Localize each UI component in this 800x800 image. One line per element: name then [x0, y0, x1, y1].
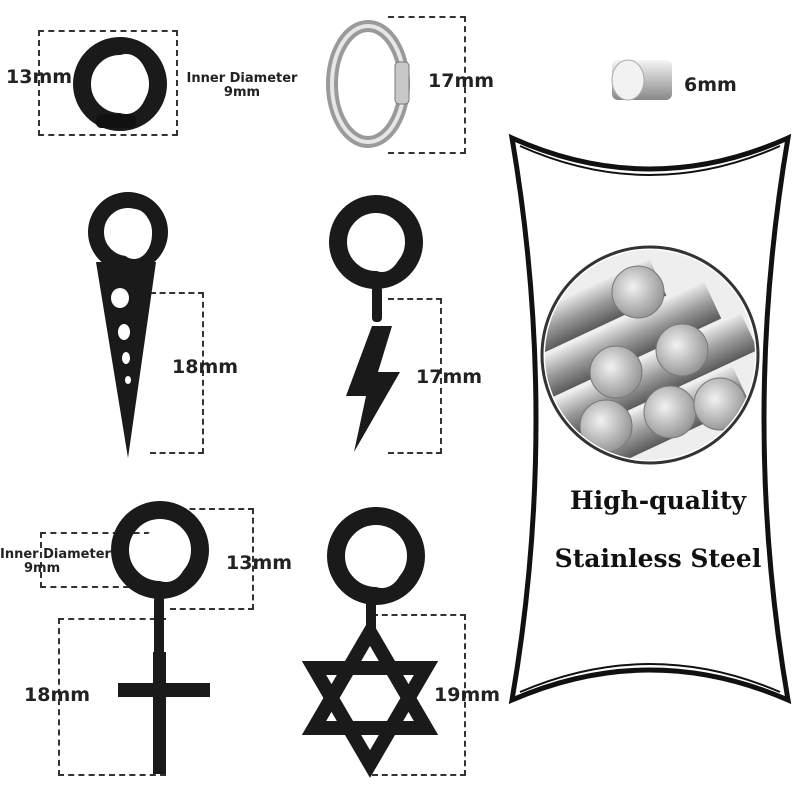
hoop-inner-diameter-label: Inner Diameter 9mm [186, 72, 298, 100]
banner-line2: Stainless Steel [554, 544, 762, 573]
cross-label: 18mm [24, 684, 91, 706]
magnet-icon [611, 59, 672, 101]
banner-line1: High-quality [569, 486, 747, 515]
hoop-dim-box [38, 30, 178, 136]
steel-rods-image [540, 245, 760, 465]
cross-dim-box [58, 618, 166, 776]
star-dim-box [372, 614, 466, 776]
black-hoop-earring [73, 37, 167, 131]
spike-hoop-earring [88, 192, 168, 458]
cross-hoop-inner-diameter-label: Inner Diameter 9mm [0, 547, 111, 576]
cross-hoop-height-dim-box [170, 508, 254, 610]
hoop-inner-line1: Inner Diameter [186, 71, 298, 86]
cross-hoop-inner-dim-box [40, 532, 150, 588]
bolt-label: 17mm [416, 366, 483, 388]
cross-hoop-inner-line1: Inner Diameter [0, 547, 111, 562]
spike-label: 18mm [172, 356, 239, 378]
hoop-height-label: 13mm [6, 66, 73, 88]
lightning-hoop-earring [329, 195, 423, 452]
magnet-label: 6mm [684, 74, 737, 96]
bolt-dim-box [388, 298, 442, 454]
silver-ring-dim-box [388, 16, 466, 154]
cross-hoop-inner-line2: 9mm [24, 561, 61, 576]
spike-dim-box [150, 292, 204, 454]
star-label: 19mm [434, 684, 501, 706]
cross-hoop-earring [111, 501, 210, 774]
cross-hoop-height-label: 13mm [226, 552, 293, 574]
silver-ring-label: 17mm [428, 70, 495, 92]
hoop-inner-line2: 9mm [223, 85, 261, 100]
silver-ring-earring [326, 20, 410, 148]
star-hoop-earring [301, 507, 439, 778]
